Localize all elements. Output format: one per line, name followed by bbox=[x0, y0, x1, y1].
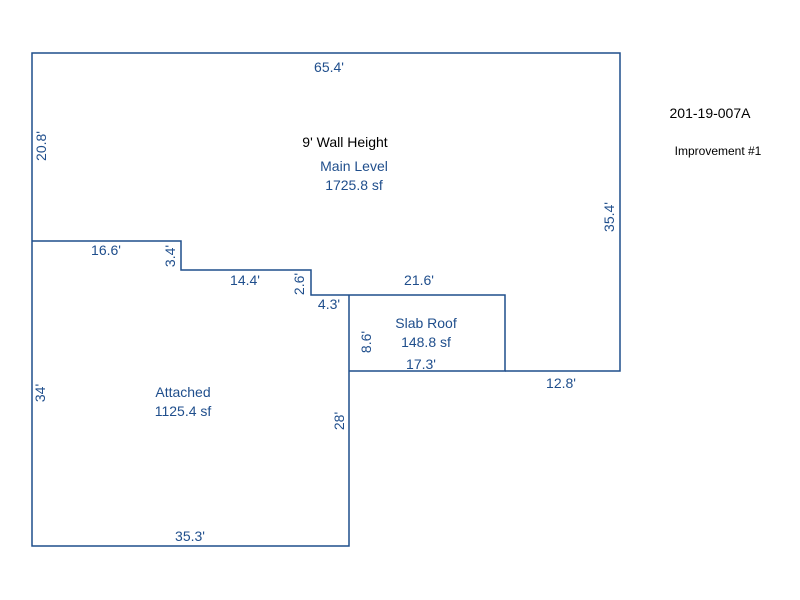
dim-slab-left: 8.6' bbox=[358, 331, 374, 353]
stepped-boundary bbox=[32, 240, 349, 296]
attached-outline bbox=[31, 241, 350, 547]
dim-slab-bottom: 17.3' bbox=[406, 356, 436, 372]
dim-attached-right: 28' bbox=[331, 412, 347, 430]
main-level-outline bbox=[31, 52, 621, 372]
dim-main-top: 65.4' bbox=[314, 59, 344, 75]
dim-step1-horizontal: 16.6' bbox=[91, 242, 121, 258]
dim-main-left: 20.8' bbox=[33, 131, 49, 161]
dim-main-right: 35.4' bbox=[601, 202, 617, 232]
main-level-name: Main Level bbox=[320, 158, 388, 174]
wall-height-note: 9' Wall Height bbox=[302, 134, 388, 150]
dim-step2-horizontal: 14.4' bbox=[230, 272, 260, 288]
parcel-id: 201-19-007A bbox=[670, 105, 752, 121]
slab-roof-size: 148.8 sf bbox=[401, 334, 451, 350]
dim-main-bottom-right: 12.8' bbox=[546, 375, 576, 391]
slab-roof-name: Slab Roof bbox=[395, 315, 457, 331]
slab-roof-outline bbox=[349, 294, 506, 372]
main-level-size: 1725.8 sf bbox=[325, 177, 383, 193]
dim-slab-top: 21.6' bbox=[404, 272, 434, 288]
dim-step2-vertical: 2.6' bbox=[291, 273, 307, 295]
attached-name: Attached bbox=[155, 384, 210, 400]
attached-size: 1125.4 sf bbox=[155, 403, 212, 419]
dim-step3-horizontal: 4.3' bbox=[318, 296, 340, 312]
dim-attached-bottom: 35.3' bbox=[175, 528, 205, 544]
improvement-label: Improvement #1 bbox=[675, 144, 762, 158]
dim-attached-left: 34' bbox=[32, 384, 48, 402]
dim-step1-vertical: 3.4' bbox=[162, 245, 178, 267]
